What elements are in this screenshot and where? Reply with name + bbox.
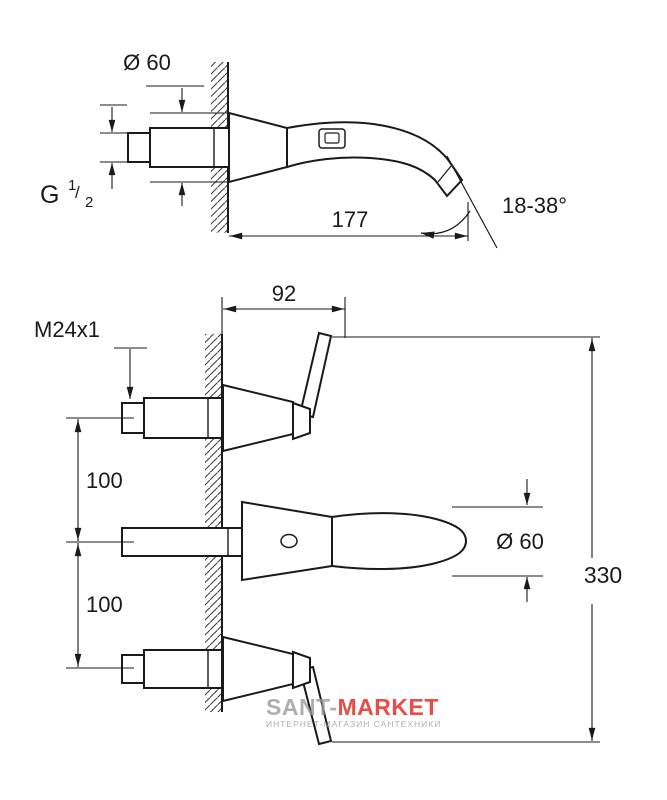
- dim-thread-m24: M24x1: [34, 317, 147, 400]
- dim-label-diameter-top: Ø 60: [123, 50, 171, 75]
- dim-diameter-60-top: Ø 60: [123, 50, 229, 206]
- watermark-tagline: ИНТЕРНЕТ-МАГАЗИН САНТЕХНИКИ: [266, 719, 442, 730]
- watermark-brand-gray: SANT-: [266, 694, 338, 720]
- dim-label-width-92: 92: [272, 281, 296, 306]
- handle-bottom: [121, 635, 333, 746]
- top-view-spout-side: Ø 60 G 1 / 2 18-38°: [40, 50, 567, 249]
- handle-top-lever: [298, 331, 333, 419]
- spout-body-side: [286, 121, 464, 198]
- watermark-brand-red: MARKET: [337, 694, 439, 720]
- dim-label-length: 177: [332, 207, 369, 232]
- dim-spacing-lower-100: 100: [66, 543, 134, 669]
- dim-spacing-upper-100: 100: [66, 417, 134, 543]
- dim-diameter-60-front: Ø 60: [452, 479, 544, 602]
- dim-length-177: 177: [229, 202, 469, 241]
- spout-inlet-pipe: [127, 127, 230, 168]
- handle-top: [121, 331, 333, 453]
- spout-front: [121, 500, 468, 582]
- dim-label-spacing-upper: 100: [86, 468, 123, 493]
- dim-label-height-330: 330: [584, 562, 622, 588]
- dim-label-spacing-lower: 100: [86, 592, 123, 617]
- dim-label-diameter-front: Ø 60: [496, 529, 544, 554]
- dim-label-thread-denominator: 2: [85, 194, 93, 211]
- dim-height-330: 330: [332, 336, 622, 743]
- dim-label-thread-numerator: 1: [68, 177, 76, 194]
- watermark: SANT-MARKET ИНТЕРНЕТ-МАГАЗИН САНТЕХНИКИ: [266, 694, 442, 730]
- dim-label-thread-g: G: [40, 181, 59, 209]
- dim-angle-range: 18-38°: [420, 155, 567, 249]
- dim-width-92: 92: [221, 281, 346, 338]
- spout-escutcheon-side: [228, 111, 288, 184]
- dim-label-thread-m24: M24x1: [34, 317, 100, 342]
- dim-label-angle: 18-38°: [502, 193, 567, 218]
- dim-label-thread-slash: /: [75, 183, 80, 202]
- watermark-brand: SANT-MARKET: [266, 694, 439, 720]
- dim-thread-g12: G 1 / 2: [40, 104, 127, 211]
- front-view-trim: 92 M24x1 100: [34, 281, 622, 746]
